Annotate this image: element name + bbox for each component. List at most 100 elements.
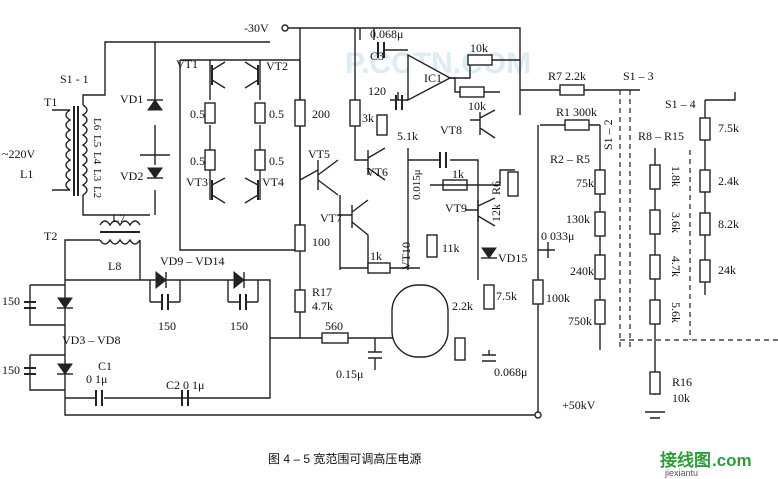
resistor-0-5-a [204,102,216,124]
resistor-24k [699,259,711,283]
r47k-label: 4.7k [312,299,333,313]
mains-label: ~220V [2,147,35,161]
r05b-label: 0.5 [269,107,284,121]
c150d-label: 150 [2,363,20,377]
vt7-label: VT7 [320,211,342,225]
c0068a-label: 0.068μ [370,27,403,41]
resistor-10k-b [459,86,485,98]
resistor-10k-a [467,54,493,66]
r05a-label: 0.5 [190,107,205,121]
r8r15-label: R8 – R15 [638,129,684,143]
l6-label: L6 [91,118,103,131]
transformer-t1 [52,41,270,216]
l7-label: L7 [112,211,125,225]
l8-label: L8 [108,259,121,273]
vd2-label: VD2 [120,169,143,183]
v130k-label: 130k [566,212,590,226]
c2-label: C2 0 1μ [166,378,204,392]
resistor-2-4k [699,169,711,193]
transistor-vt3 [211,177,226,204]
r05d-label: 0.5 [269,154,284,168]
logo-url: jiexiantu [664,468,698,478]
x24kb-label: 24k [718,263,736,277]
transistor-vt4 [244,177,259,204]
r16-label: R16 [672,375,692,389]
vt4-label: VT4 [262,175,284,189]
w18k-label: 1.8k [669,166,683,187]
resistor-11k [426,234,438,258]
r11k-label: 11k [442,241,460,255]
transistor-vt1 [211,61,226,89]
resistor-1-8k [649,164,661,190]
diode-vd3 [57,297,73,309]
c150a-label: 150 [2,294,20,308]
resistor-0-5-c [204,149,216,171]
resistor-100k [532,279,544,305]
s13-label: S1 – 3 [623,69,654,83]
v240k-label: 240k [570,264,594,278]
r7-label: R7 2.2k [548,69,586,83]
r1kb-label: 1k [370,249,382,263]
resistor-r6 [507,171,519,197]
vd38-label: VD3 – VD8 [62,333,120,347]
resistor-200 [294,99,306,127]
vt3-label: VT3 [186,175,208,189]
opamp-ic1 [407,53,452,102]
resistor-130k [594,211,606,237]
c3-label: C3 [370,49,384,63]
vt9-label: VT9 [445,201,467,215]
diode-vd2 [140,154,170,179]
s14-label: S1 – 4 [665,97,696,111]
pos-50kv-label: +50kV [562,398,596,412]
r560-label: 560 [325,319,343,333]
l5-label: L5 [91,135,103,148]
v750k-label: 750k [568,314,592,328]
c150c-label: 150 [230,319,248,333]
w47k-label: 4.7k [669,256,683,277]
resistor-8-2k [699,212,711,236]
t2-label: T2 [44,229,57,243]
resistor-7-5k [483,284,495,310]
vt8-label: VT8 [440,123,462,137]
vt6-label: VT6 [366,165,388,179]
pos-50kv-terminal [534,411,542,419]
resistor-r7 [559,84,585,96]
resistor-0-5-b [254,102,266,124]
diode-vd8 [57,363,73,375]
neg-30v-label: -30V [244,21,269,35]
r75k-label: 7.5k [496,289,517,303]
x24k-label: 2.4k [718,174,739,188]
c015-label: 0.15μ [336,367,363,381]
x82k-label: 8.2k [718,217,739,231]
r10kb-label: 10k [468,99,486,113]
logo-suffix: .com [712,451,752,470]
resistor-3-6k [649,209,661,235]
w36k-label: 3.6k [669,212,683,233]
vt10-label: VT10 [399,242,413,270]
x75k-label: 7.5k [718,121,739,135]
l2-label: L2 [91,186,103,198]
resistor-r1 [564,119,590,131]
r16v-label: 10k [672,391,690,405]
r3k-label: 3k [362,111,374,125]
l3-label: L3 [91,169,103,182]
pot-r16 [649,371,661,395]
pot-r17 [294,289,306,313]
r100-label: 100 [312,235,330,249]
c0015-label: 0.015μ [411,169,423,200]
s1-1-label: S1 - 1 [60,72,89,86]
t1-label: T1 [44,95,57,109]
r1ka-label: 1k [452,167,464,181]
resistor-5-6k [649,299,661,325]
resistor-560 [321,332,349,344]
diode-vd9 [155,270,167,290]
v75k-label: 75k [576,176,594,190]
vt5-label: VT5 [308,147,330,161]
resistor-0-5-d [254,149,266,171]
vd15-label: VD15 [498,251,527,265]
r2r5-label: R2 – R5 [550,152,590,166]
resistor-5-1k [376,114,388,136]
ic1-label: IC1 [424,71,442,85]
